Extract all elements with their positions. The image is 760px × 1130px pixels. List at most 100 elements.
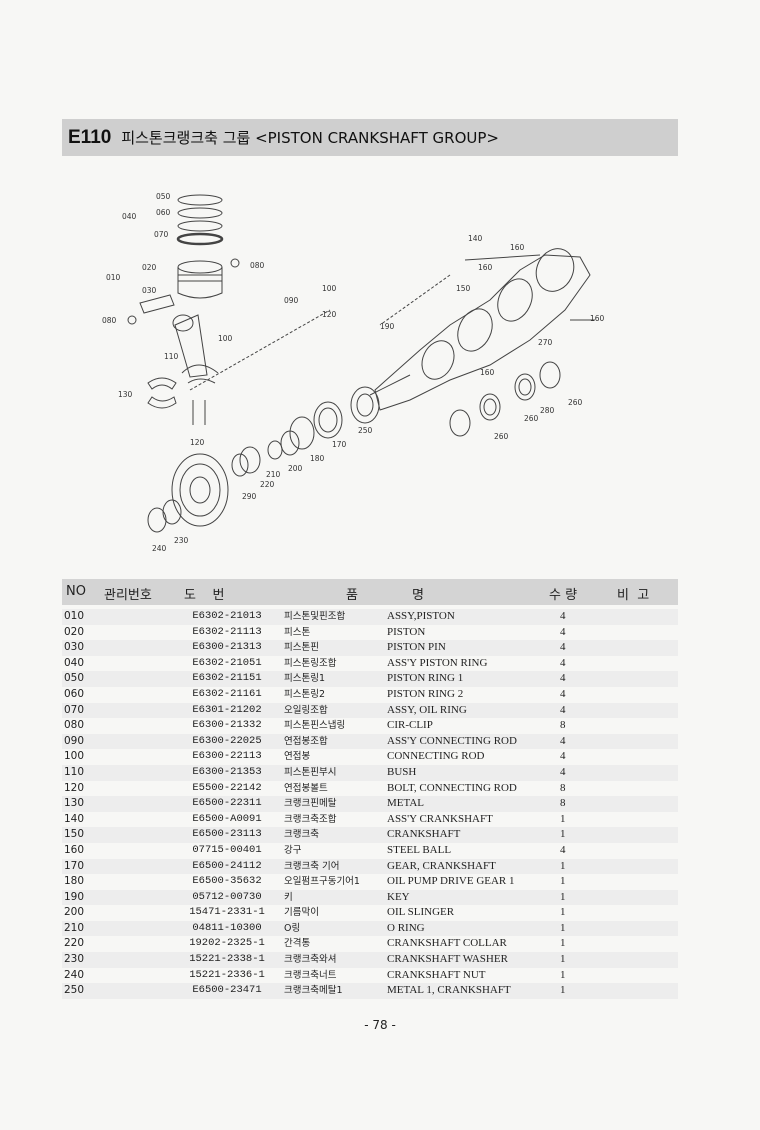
row-part-number: 15221-2338-1: [189, 953, 265, 966]
row-quantity: 4: [560, 843, 566, 856]
section-title-bar: E110 피스톤크랭크축 그룹 <PISTON CRANKSHAFT GROUP…: [62, 119, 678, 156]
callout: 230: [174, 536, 189, 545]
row-quantity: 4: [560, 687, 566, 700]
row-quantity: 1: [560, 984, 566, 997]
row-part-number: E6302-21161: [192, 687, 262, 700]
row-english-name: CRANKSHAFT: [387, 828, 461, 841]
row-korean-name: 피스톤링조합: [284, 657, 337, 669]
callout: 060: [156, 208, 171, 217]
header-remark: 비 고: [617, 588, 650, 603]
row-korean-name: 크랭크축메탈1: [284, 985, 343, 997]
callout: 160: [478, 263, 493, 272]
row-no: 010: [64, 610, 85, 622]
row-korean-name: 피스톤핀: [284, 642, 319, 654]
row-english-name: KEY: [387, 890, 410, 903]
row-korean-name: 크랭크축 기어: [284, 860, 340, 872]
row-part-number: E5500-22142: [192, 781, 262, 794]
row-english-name: CRANKSHAFT COLLAR: [387, 937, 507, 950]
row-no: 250: [64, 984, 85, 997]
callout: 180: [310, 454, 325, 463]
row-korean-name: 기름막이: [284, 907, 319, 919]
callout: 160: [510, 243, 525, 252]
row-no: 140: [64, 812, 85, 825]
row-english-name: PISTON PIN: [387, 641, 446, 654]
row-no: 210: [64, 921, 85, 934]
callout: 120: [190, 438, 205, 447]
callout: 120: [322, 310, 337, 319]
row-quantity: 4: [560, 750, 566, 763]
row-english-name: GEAR, CRANKSHAFT: [387, 859, 496, 872]
row-quantity: 1: [560, 828, 566, 841]
row-quantity: 1: [560, 953, 566, 966]
row-english-name: CIR-CLIP: [387, 719, 433, 732]
row-no: 190: [64, 890, 85, 903]
row-english-name: BOLT, CONNECTING ROD: [387, 781, 517, 794]
row-no: 170: [64, 859, 85, 872]
callout: 070: [154, 230, 169, 239]
row-part-number: E6302-21013: [192, 610, 262, 622]
callout: 090: [284, 296, 299, 305]
row-korean-name: 키: [284, 891, 293, 903]
row-no: 240: [64, 968, 85, 981]
callout: 100: [218, 334, 233, 343]
callout: 030: [142, 286, 157, 295]
header-mgmt-number: 관리번호: [104, 588, 152, 603]
row-part-number: 07715-00401: [192, 843, 262, 856]
row-quantity: 4: [560, 625, 566, 638]
callout: 080: [250, 261, 265, 270]
row-part-number: E6500-24112: [192, 859, 262, 872]
row-korean-name: 크랭크축와셔: [284, 954, 337, 966]
row-english-name: METAL: [387, 797, 425, 810]
row-part-number: E6500-35632: [192, 875, 262, 888]
row-english-name: ASS'Y PISTON RING: [387, 656, 488, 669]
section-title: 피스톤크랭크축 그룹 <PISTON CRANKSHAFT GROUP>: [121, 129, 499, 147]
callout: 290: [242, 492, 257, 501]
row-no: 020: [64, 625, 85, 638]
row-quantity: 4: [560, 610, 566, 622]
callout: 020: [142, 263, 157, 272]
row-korean-name: 연접봉볼트: [284, 782, 328, 794]
row-part-number: E6300-21332: [192, 719, 262, 732]
row-part-number: E6300-22113: [192, 750, 262, 763]
row-part-number: 15221-2336-1: [189, 968, 265, 981]
callout: 050: [156, 192, 171, 201]
row-quantity: 1: [560, 968, 566, 981]
row-korean-name: O링: [284, 922, 301, 934]
callout: 080: [102, 316, 117, 325]
callout: 150: [456, 284, 471, 293]
row-english-name: STEEL BALL: [387, 843, 452, 856]
row-english-name: O RING: [387, 921, 425, 934]
callout-labels: 050 040 060 070 080 010 020 030 080 090 …: [102, 192, 605, 553]
row-english-name: ASSY,PISTON: [387, 610, 455, 622]
row-korean-name: 크랭크핀메탈: [284, 798, 337, 810]
row-no: 040: [64, 656, 85, 669]
row-quantity: 1: [560, 875, 566, 888]
row-quantity: 1: [560, 812, 566, 825]
row-part-number: E6300-21313: [192, 641, 262, 654]
row-part-number: E6302-21151: [192, 672, 262, 685]
row-english-name: ASS'Y CRANKSHAFT: [387, 812, 493, 825]
row-no: 220: [64, 937, 85, 950]
row-no: 150: [64, 828, 85, 841]
row-no: 120: [64, 781, 85, 794]
row-part-number: E6500-23471: [192, 984, 262, 997]
callout: 100: [322, 284, 337, 293]
row-english-name: PISTON: [387, 625, 426, 638]
row-korean-name: 오일링조합: [284, 704, 328, 716]
row-no: 160: [64, 843, 85, 856]
callout: 240: [152, 544, 167, 553]
row-english-name: CRANKSHAFT NUT: [387, 968, 486, 981]
callout: 250: [358, 426, 373, 435]
row-quantity: 4: [560, 656, 566, 669]
